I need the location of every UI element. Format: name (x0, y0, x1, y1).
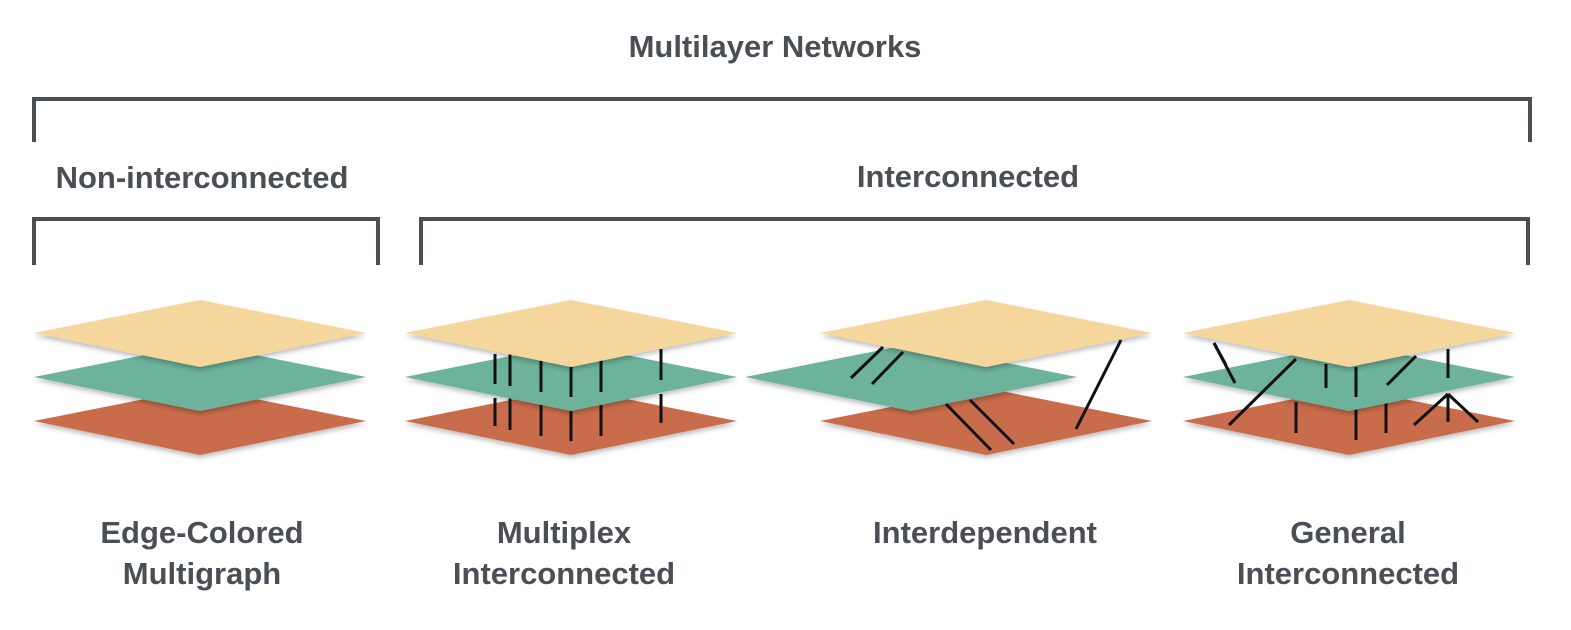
type-label-edge-colored: Edge-Colored Multigraph (2, 512, 402, 594)
group-label-interconnected: Interconnected (856, 159, 1080, 194)
bracket-non-interconnected (32, 217, 380, 265)
type-label-interdependent: Interdependent (785, 512, 1185, 553)
stack-multiplex (405, 300, 737, 455)
type-label-line2: Multigraph (122, 556, 282, 591)
type-label-general: General Interconnected (1148, 512, 1548, 594)
type-label-line2: Interconnected (452, 556, 676, 591)
links-general-top (1212, 342, 1228, 366)
layer-top (820, 300, 1152, 367)
links-interdependent-upper (849, 339, 1123, 430)
bracket-multilayer (32, 97, 1532, 142)
type-label-line2: Interconnected (1236, 556, 1460, 591)
bracket-interconnected (419, 217, 1530, 265)
stack-edge-colored (34, 300, 366, 455)
diagram-title: Multilayer Networks (628, 29, 922, 64)
layer-top (34, 300, 366, 367)
layer-top (1183, 300, 1515, 367)
links-general-lower (1294, 392, 1480, 440)
type-label-line1: General (1290, 515, 1406, 550)
layer-bottom (1183, 388, 1515, 455)
stack-general (1183, 300, 1515, 455)
layer-middle (1183, 344, 1515, 411)
group-label-non-interconnected: Non-interconnected (55, 160, 349, 195)
stack-interdependent (745, 300, 1152, 455)
layer-bottom (34, 388, 366, 455)
type-label-multiplex: Multiplex Interconnected (364, 512, 764, 594)
links-middle-bottom (493, 394, 663, 441)
type-label-line1: Interdependent (873, 515, 1097, 550)
links-top-middle (493, 349, 663, 397)
layer-top (405, 300, 737, 367)
layer-middle (34, 344, 366, 411)
links-interdependent-lower (944, 398, 1016, 452)
type-label-line1: Edge-Colored (100, 515, 304, 550)
type-label-line1: Multiplex (496, 515, 632, 550)
